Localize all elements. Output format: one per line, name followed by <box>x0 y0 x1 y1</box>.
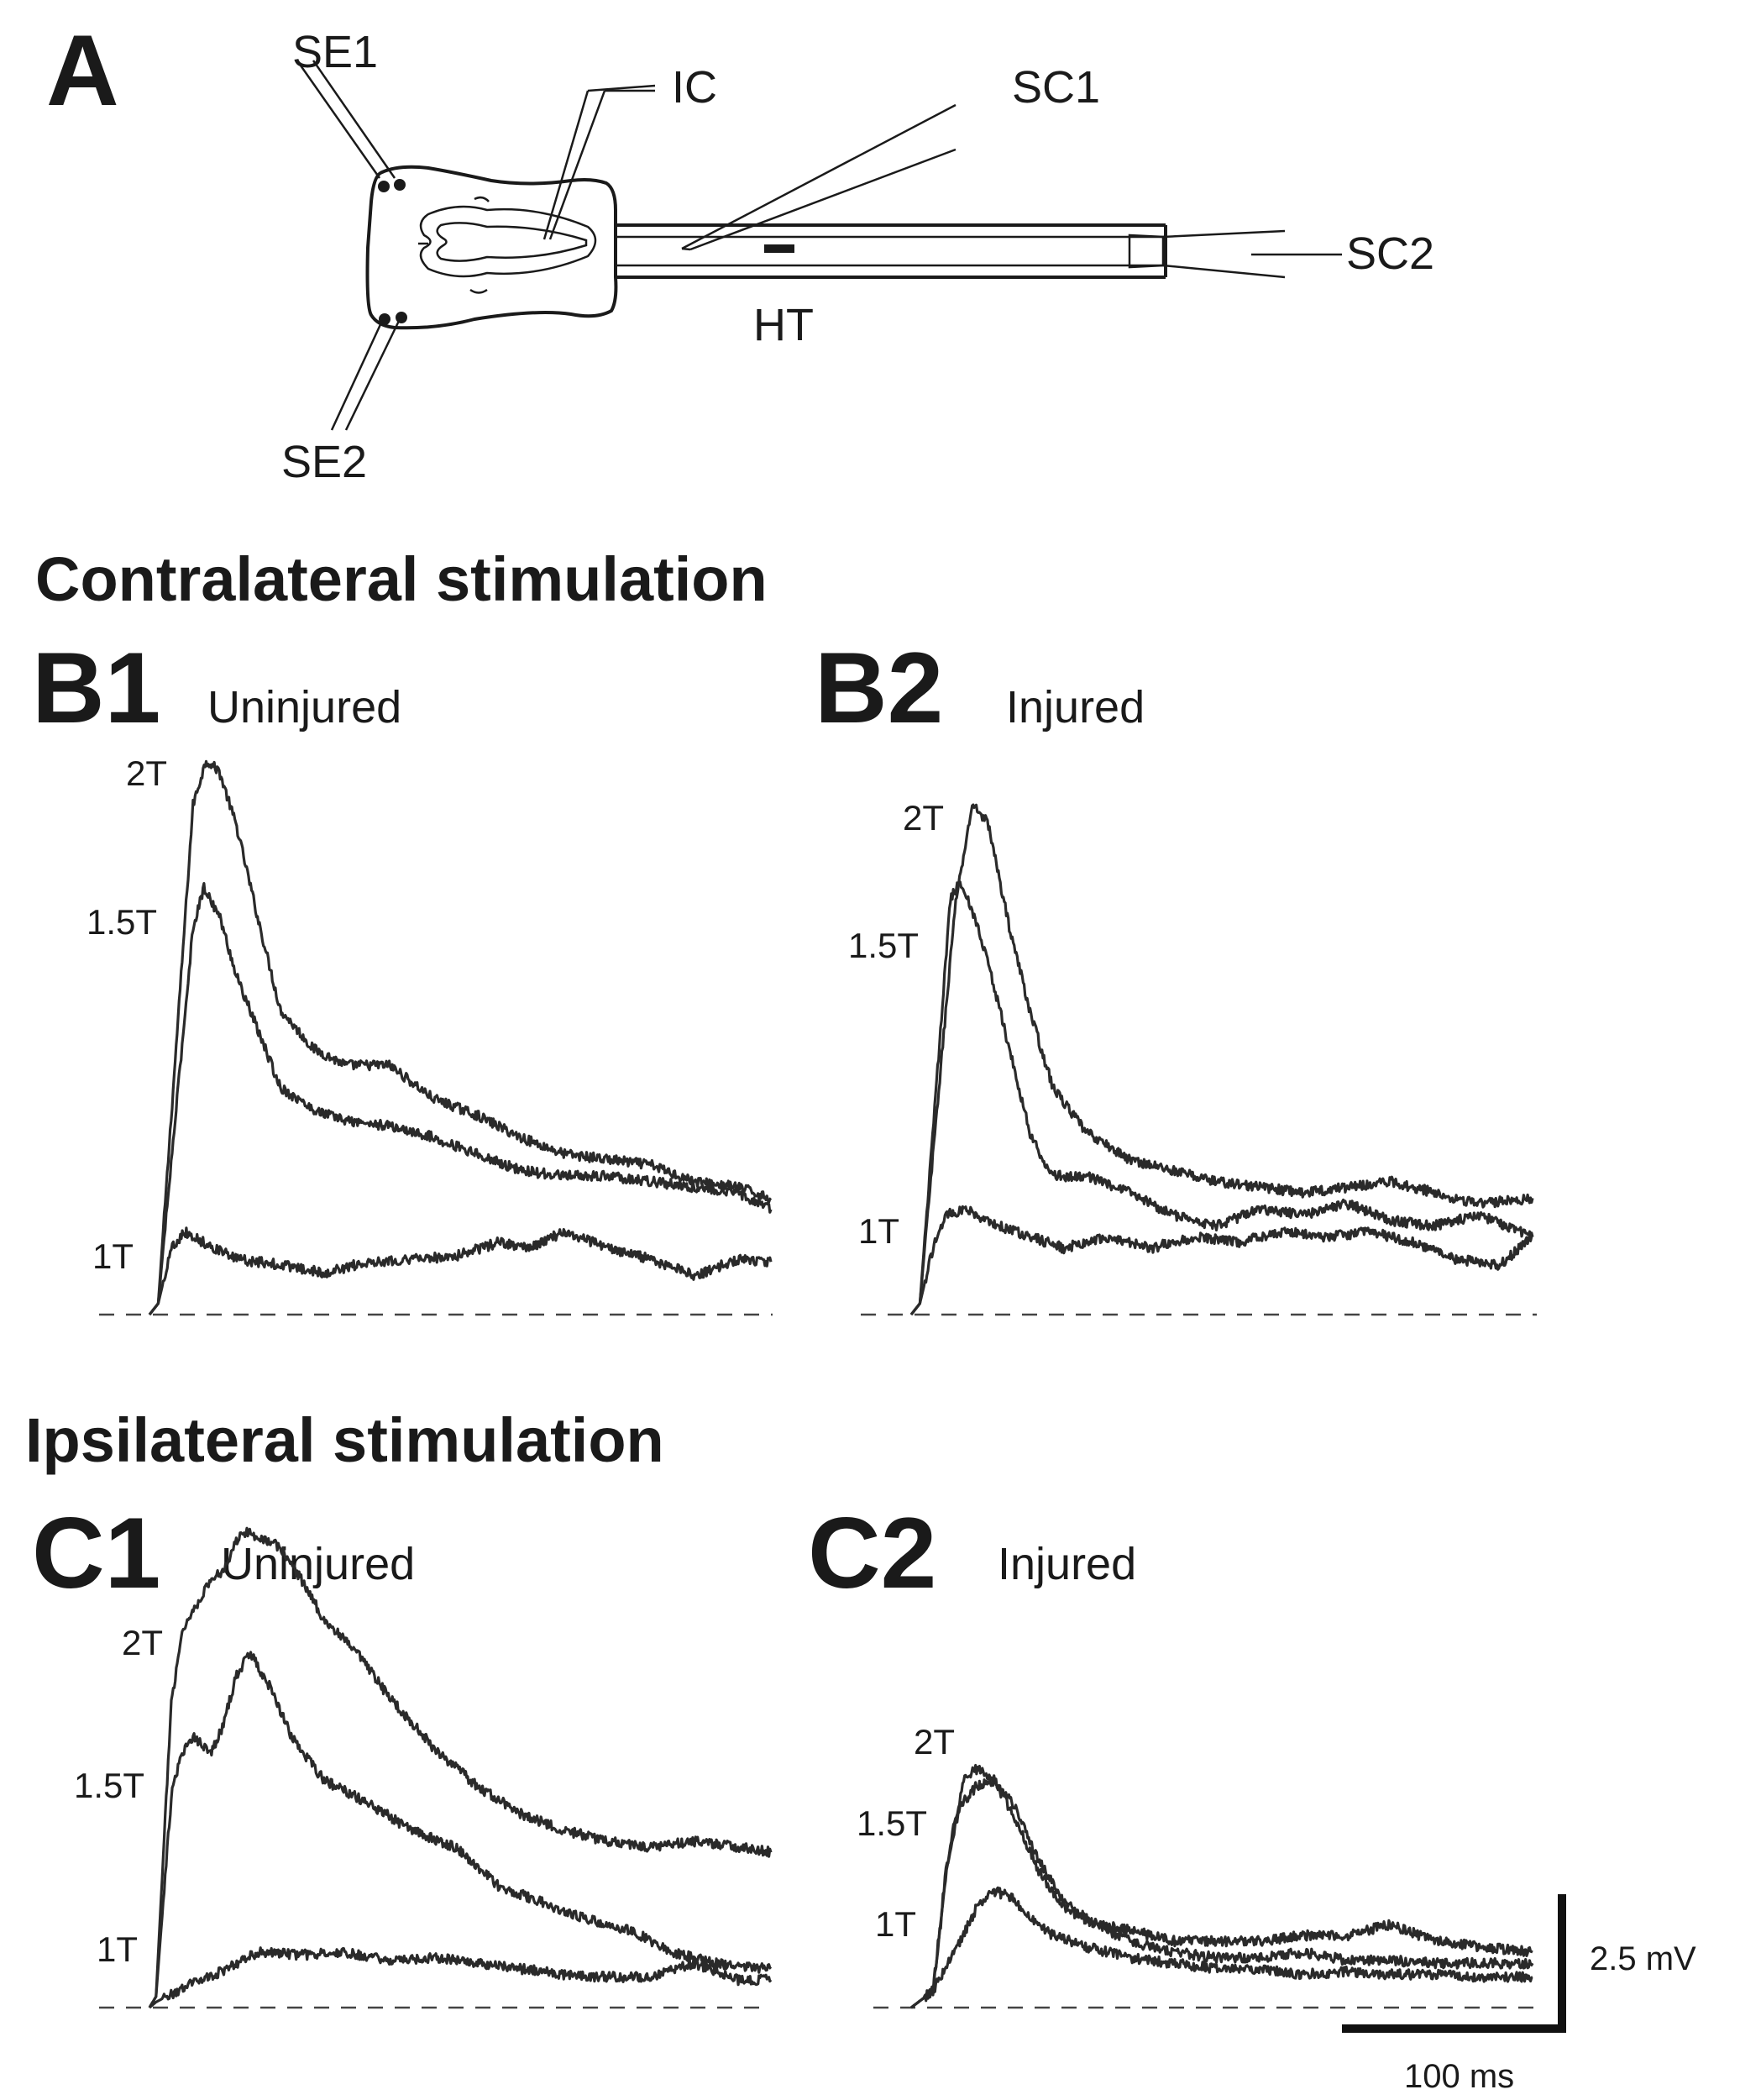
scale-bar-time-label: 100 ms <box>1404 2058 1514 2095</box>
c2-condition-label: Injured <box>998 1539 1136 1589</box>
c1-label-1T: 1T <box>97 1929 138 1969</box>
c1-condition-label: Uninjured <box>221 1539 415 1589</box>
b2-condition-label: Injured <box>1006 682 1145 732</box>
small-arc-left <box>474 196 490 202</box>
diagram-panel-a: A SE1 SE2 IC <box>46 14 1434 487</box>
brainstem-outline <box>365 165 618 330</box>
se2-electrode-left <box>330 320 384 431</box>
b1-label-2T: 2T <box>126 753 167 793</box>
scale-bar: 2.5 mV 100 ms <box>1342 1894 1696 2095</box>
section-title-ipsilateral: Ipsilateral stimulation <box>25 1405 664 1475</box>
inner-canal-outline <box>436 222 588 262</box>
section-title-contralateral: Contralateral stimulation <box>35 544 768 614</box>
trace-b1-2t <box>148 759 773 1315</box>
trace-c1-1t <box>148 1946 773 2009</box>
chart-c2 <box>873 1763 1541 2009</box>
trace-b2-2t <box>909 803 1534 1315</box>
sc2-electrode-line-2 <box>1162 264 1286 279</box>
trace-c2-1_5t <box>910 1774 1534 2009</box>
label-se1: SE1 <box>292 27 378 77</box>
grey-matter-outline <box>419 205 597 278</box>
chart-c1 <box>99 1526 773 2009</box>
se2-contact-2 <box>396 312 407 323</box>
panel-letter-c2: C2 <box>808 1497 936 1609</box>
b2-label-1T: 1T <box>858 1211 899 1251</box>
panel-letter-b2: B2 <box>815 632 943 744</box>
panel-letter-a: A <box>46 14 119 127</box>
trace-b2-1t <box>909 1205 1533 1315</box>
ic-leader-1 <box>587 84 656 92</box>
label-ht: HT <box>753 300 814 350</box>
sc2-electrode-line-1 <box>1162 229 1286 239</box>
trace-b2-1_5t <box>909 880 1534 1315</box>
se1-electrode-right <box>312 60 396 179</box>
trace-b1-1t <box>148 1226 773 1315</box>
se2-contact-1 <box>379 313 390 325</box>
label-se2: SE2 <box>281 437 367 487</box>
ic-electrode-line-1 <box>542 90 590 240</box>
panel-letter-b1: B1 <box>32 632 160 744</box>
b2-label-1.5T: 1.5T <box>848 926 919 965</box>
se2-electrode-right <box>344 320 401 431</box>
c2-label-1T: 1T <box>875 1904 916 1944</box>
b1-condition-label: Uninjured <box>207 682 401 732</box>
trace-b1-1_5t <box>148 882 773 1315</box>
c1-label-2T: 2T <box>122 1623 163 1662</box>
chart-b2 <box>861 803 1537 1316</box>
c2-label-1.5T: 1.5T <box>857 1803 927 1843</box>
trace-c2-1t <box>910 1886 1533 2009</box>
se1-contact-2 <box>394 179 406 191</box>
scale-bar-voltage-label: 2.5 mV <box>1590 1940 1696 1977</box>
trace-c1-1_5t <box>148 1651 773 2008</box>
c2-label-2T: 2T <box>914 1722 955 1761</box>
hemisection-mark <box>764 244 794 253</box>
label-sc1: SC1 <box>1012 62 1100 113</box>
se1-contact-1 <box>378 181 390 192</box>
panel-letter-c1: C1 <box>32 1497 160 1609</box>
se1-electrode-left <box>299 65 381 179</box>
c1-label-1.5T: 1.5T <box>74 1766 144 1805</box>
trace-c2-2t <box>910 1763 1533 2009</box>
sc1-electrode-line-1 <box>681 103 956 250</box>
sc1-electrode-line-2 <box>689 148 956 251</box>
small-arc-right <box>469 288 488 294</box>
chart-b1 <box>99 759 773 1316</box>
ic-electrode-line-2 <box>548 90 606 240</box>
b1-label-1T: 1T <box>92 1236 134 1276</box>
trace-c1-2t <box>148 1526 773 2008</box>
sc2-suction-tip <box>1128 234 1165 269</box>
b2-label-2T: 2T <box>903 798 944 837</box>
label-ic: IC <box>672 62 717 113</box>
b1-label-1.5T: 1.5T <box>86 902 157 942</box>
label-sc2: SC2 <box>1346 228 1434 279</box>
